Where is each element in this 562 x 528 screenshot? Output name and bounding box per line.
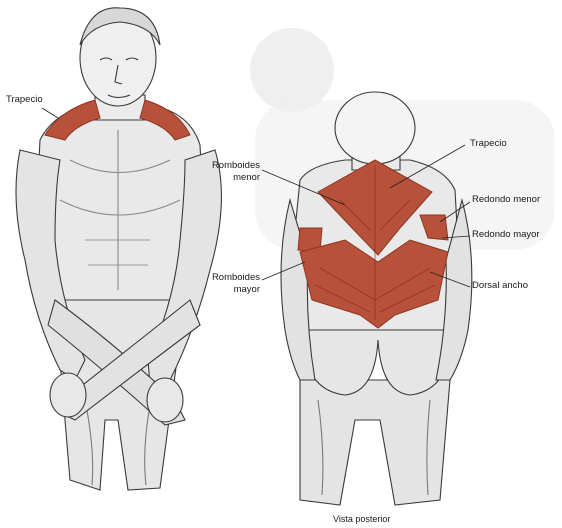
label-romboides-menor-line1: Romboides [211,160,260,171]
label-romboides-menor-line2: menor [233,172,260,183]
caption-vista-posterior: Vista posterior [333,514,391,524]
label-redondo-menor: Redondo menor [472,194,541,205]
trapecio-front-muscle [44,99,191,141]
label-dorsal-ancho: Dorsal ancho [472,280,528,291]
dorsal-ancho-muscle [299,239,449,329]
front-figure [15,7,222,491]
label-romboides-mayor: Romboides mayor [200,272,260,296]
label-trapecio-back: Trapecio [470,138,507,149]
label-romboides-menor: Romboides menor [200,160,260,184]
label-romboides-mayor-line2: mayor [233,284,260,295]
leader-lines [41,107,471,288]
label-trapecio-front: Trapecio [6,94,43,105]
label-romboides-mayor-line1: Romboides [211,272,260,283]
label-redondo-mayor: Redondo mayor [472,229,540,240]
